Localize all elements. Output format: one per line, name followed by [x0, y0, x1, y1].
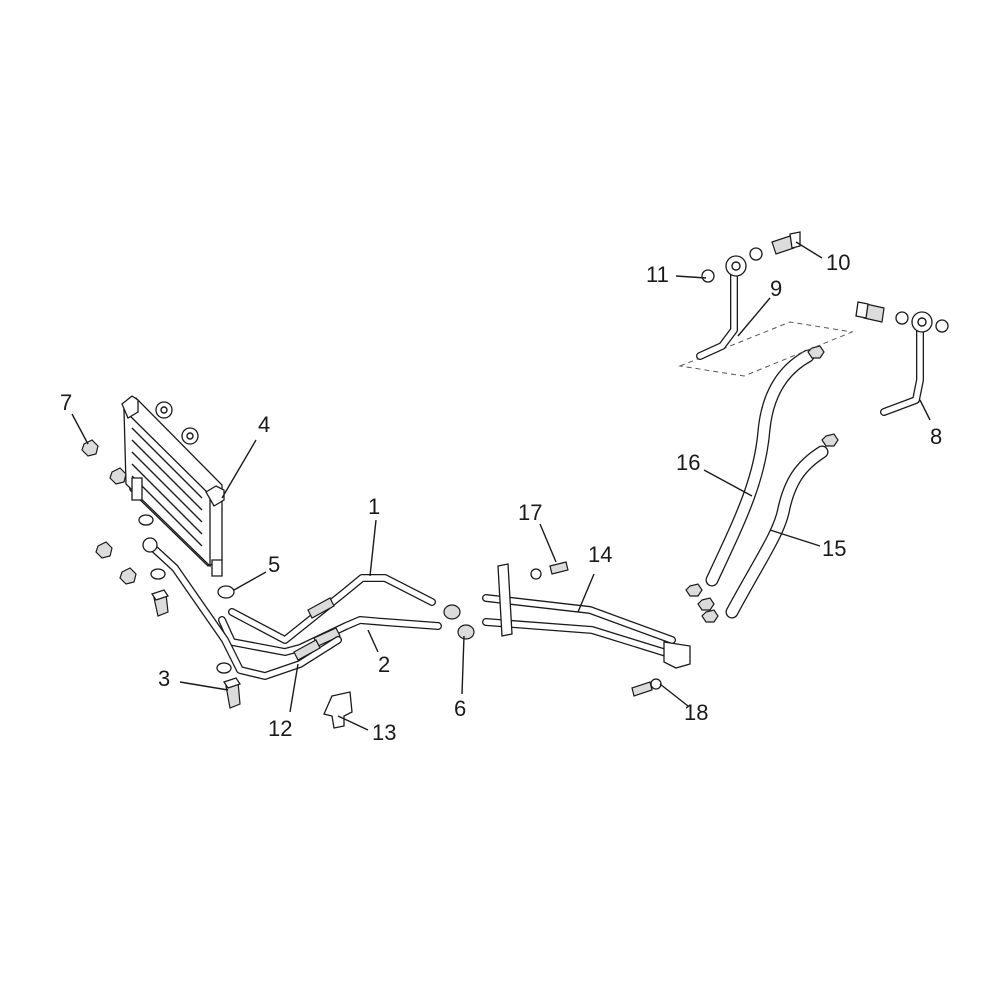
washer-left-b: [150, 568, 166, 580]
label-1: 1: [368, 494, 380, 519]
label-7: 7: [60, 390, 72, 415]
label-16: 16: [676, 450, 700, 475]
label-9: 9: [770, 276, 782, 301]
label-13: 13: [372, 720, 396, 745]
pipe-12: [142, 537, 342, 680]
label-18: 18: [684, 700, 708, 725]
hose-nuts: [685, 345, 839, 623]
oil-cooler: [121, 395, 225, 577]
bolt-17: [530, 561, 569, 580]
label-4: 4: [258, 412, 270, 437]
fitting-6: [443, 604, 475, 640]
label-8: 8: [930, 424, 942, 449]
label-10: 10: [826, 250, 850, 275]
washer-left-a: [138, 514, 154, 526]
bracket-14: [482, 563, 691, 669]
callouts: 1 2 3 4 5 6 7 8 9 10 11 12 13 14 15 16 1…: [60, 250, 942, 745]
label-12: 12: [268, 716, 292, 741]
label-15: 15: [822, 536, 846, 561]
hose-2: [218, 616, 442, 656]
washer-left-c: [216, 662, 232, 674]
reference-frame: [678, 321, 854, 377]
banjo-9: [696, 231, 801, 360]
label-11: 11: [646, 262, 669, 287]
label-5: 5: [268, 552, 280, 577]
nut-left-b: [95, 541, 113, 559]
bolt-18: [631, 678, 662, 697]
label-17: 17: [518, 500, 542, 525]
label-3: 3: [158, 666, 170, 691]
leader-lines: [71, 241, 931, 731]
bolt-left: [150, 589, 170, 617]
label-14: 14: [588, 542, 612, 567]
washer-5: [217, 585, 235, 599]
banjo-8: [855, 301, 949, 416]
clamp-13: [323, 691, 353, 729]
label-2: 2: [378, 652, 390, 677]
hose-15: [725, 445, 829, 619]
nut-left-a: [109, 467, 127, 485]
label-6: 6: [454, 696, 466, 721]
nut-left-c: [119, 567, 137, 585]
hose-16: [705, 349, 815, 587]
hose-1: [228, 574, 436, 644]
nut-7: [81, 439, 99, 457]
bolt-3: [222, 677, 242, 709]
